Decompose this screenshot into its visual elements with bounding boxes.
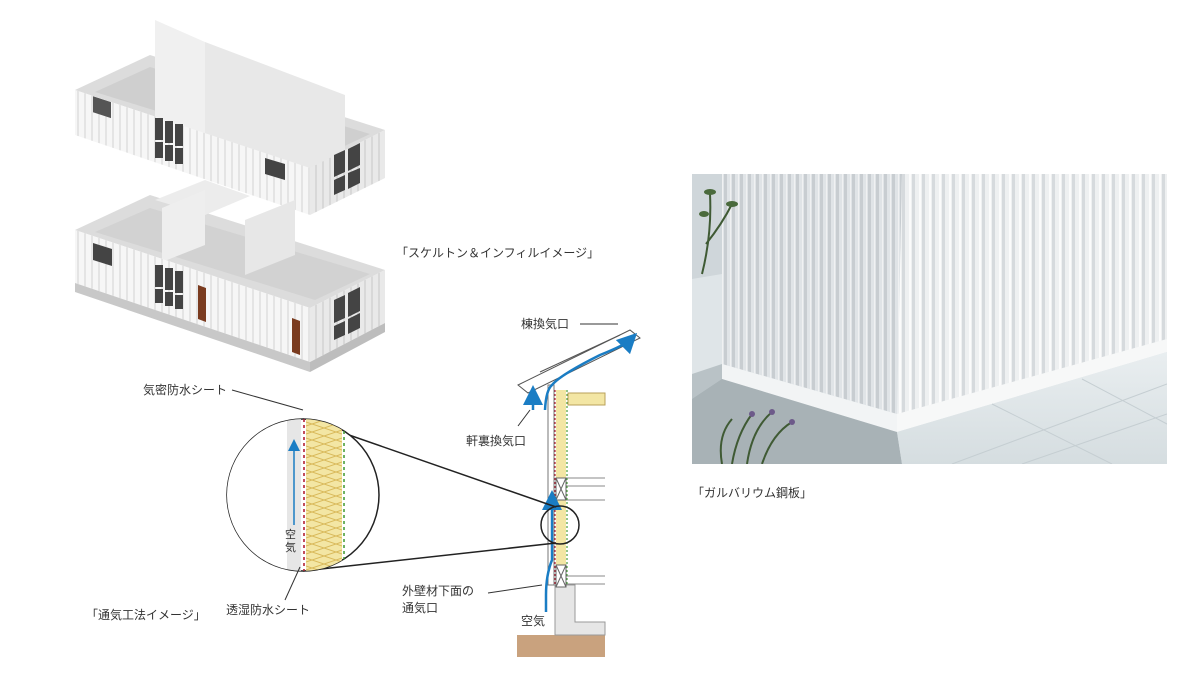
galvalume-photo — [692, 174, 1167, 464]
galvalume-photo-art — [692, 174, 1167, 464]
wall-section — [517, 329, 641, 657]
lower-module — [75, 180, 385, 372]
permeable-sheet-label: 透湿防水シート — [226, 603, 311, 617]
lower-vent-line1: 外壁材下面の — [402, 584, 475, 598]
ridge-vent-label: 棟換気口 — [521, 317, 570, 331]
air-circle-label: 空気 — [285, 528, 296, 554]
air-bottom-label: 空気 — [521, 614, 546, 628]
magnified-wall-circle — [226, 418, 380, 572]
upper-module — [75, 20, 385, 215]
eave-vent-label: 軒裏換気口 — [466, 434, 527, 448]
lower-vent-label: 外壁材下面の 通気口 — [402, 583, 474, 617]
galvalume-caption: 「ガルバリウム鋼板」 — [692, 486, 813, 500]
airtight-sheet-label: 気密防水シート — [143, 383, 228, 397]
lower-vent-line2: 通気口 — [402, 601, 439, 615]
skeleton-caption: 「スケルトン＆インフィルイメージ」 — [396, 246, 600, 260]
ventilation-caption: 「通気工法イメージ」 — [86, 608, 206, 622]
